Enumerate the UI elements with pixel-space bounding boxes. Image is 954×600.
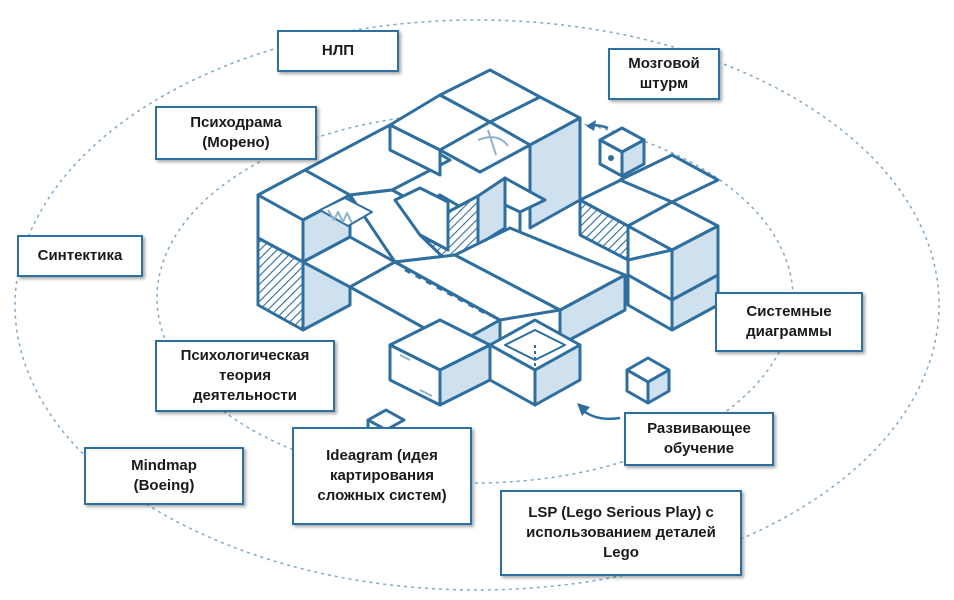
label-brainstorm: Мозговой штурм	[608, 48, 720, 100]
small-cube-bottom-right	[625, 356, 671, 405]
label-ideagram: Ideagram (идея картирования сложных сист…	[292, 427, 472, 525]
arrowhead-brainstorm	[586, 120, 596, 131]
label-activity-theory: Психологическая теория деятельности	[155, 340, 335, 412]
label-nlp: НЛП	[277, 30, 399, 72]
outer-orbit	[14, 19, 940, 591]
label-developmental-learning: Развивающее обучение	[624, 412, 774, 466]
label-system-diagrams: Системные диаграммы	[715, 292, 863, 352]
label-psychodrama: Психодрама (Морено)	[155, 106, 317, 160]
label-mindmap: Mindmap (Boeing)	[84, 447, 244, 505]
label-lsp: LSP (Lego Serious Play) с использованием…	[500, 490, 742, 576]
block-structure	[256, 68, 720, 442]
label-synectics: Синтектика	[17, 235, 143, 277]
small-cube-top-right	[598, 126, 646, 178]
arrowhead-learning	[577, 403, 590, 416]
